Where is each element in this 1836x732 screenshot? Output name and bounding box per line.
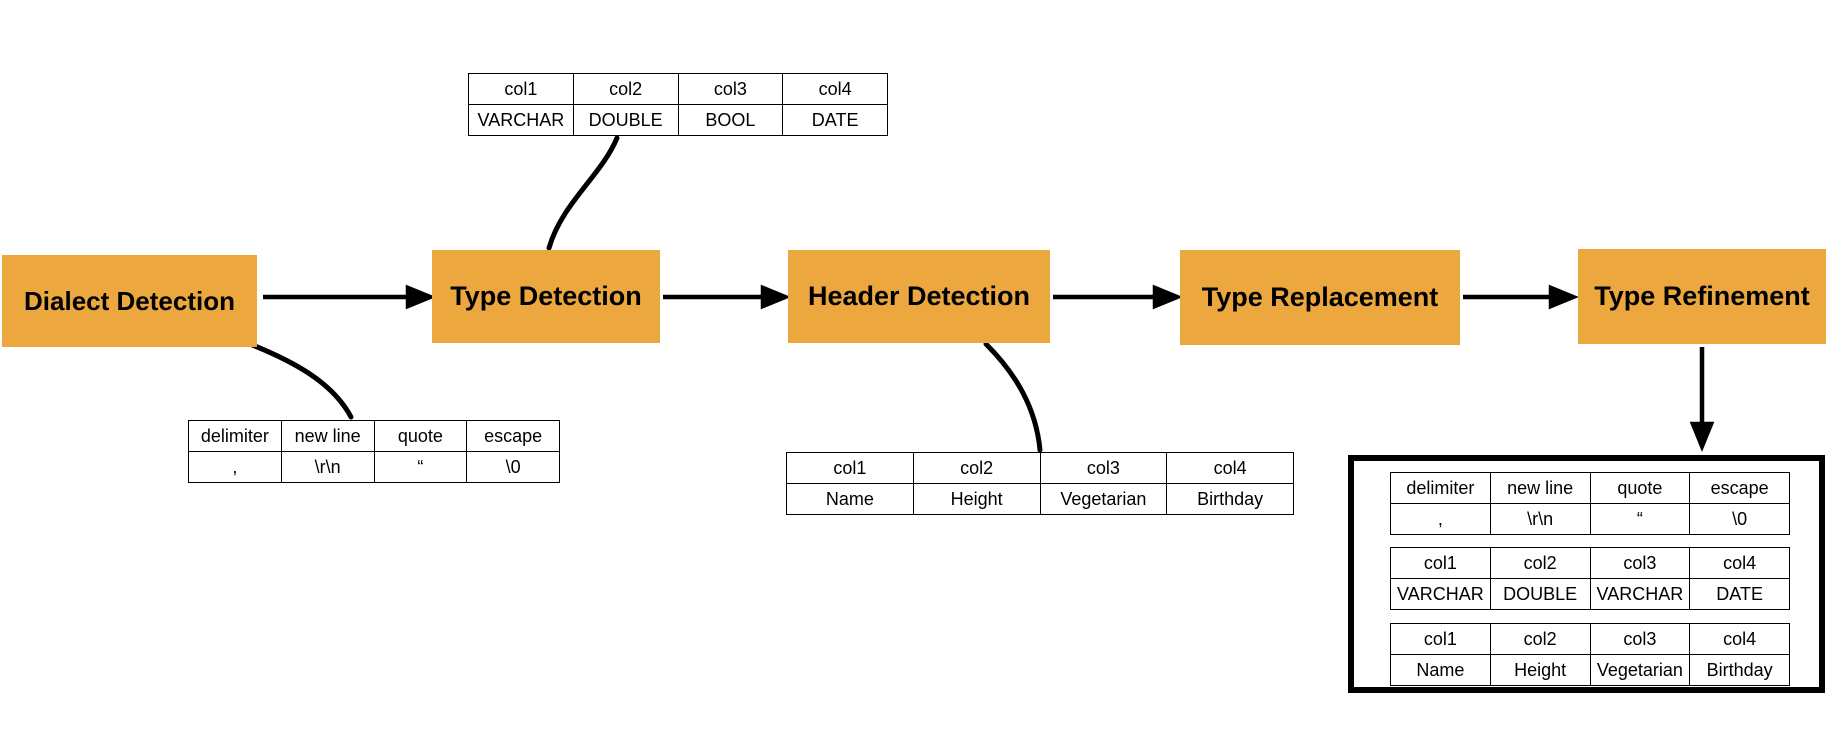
table-header-cell: col4: [1166, 452, 1294, 484]
table-value-cell: \0: [466, 451, 560, 483]
link-types-table-to-type-detection: [546, 135, 620, 251]
table-value-cell: DATE: [782, 104, 888, 136]
step-type-replacement[interactable]: Type Replacement: [1180, 250, 1460, 345]
step-type-detection[interactable]: Type Detection: [432, 250, 660, 343]
table-header-cell: col3: [1039, 452, 1168, 484]
arrowhead-icon: [1152, 284, 1183, 310]
table-value-cell: Birthday: [1689, 654, 1790, 686]
table-header-cell: col1: [786, 452, 914, 484]
table-header-cell: col3: [677, 73, 784, 105]
table-header-cell: col4: [782, 73, 888, 105]
table-header-cell: col2: [1489, 623, 1591, 655]
step-type-refinement[interactable]: Type Refinement: [1578, 249, 1826, 344]
table-header-cell: new line: [280, 420, 375, 452]
table-header-cell: col1: [1390, 547, 1491, 579]
table-header-cell: delimiter: [188, 420, 282, 452]
table-value-cell: Height: [912, 483, 1041, 515]
arrowhead-icon: [405, 284, 436, 310]
table-value-cell: DATE: [1689, 578, 1790, 610]
table-value-cell: \r\n: [1489, 503, 1591, 535]
table-value-cell: \0: [1689, 503, 1790, 535]
table-row: ,\r\n“\0: [1390, 503, 1790, 535]
step-dialect-detection[interactable]: Dialect Detection: [2, 255, 257, 347]
table-header-cell: escape: [1689, 472, 1790, 504]
table-value-cell: ,: [1390, 503, 1491, 535]
link-header-to-headers-table: [983, 341, 1043, 453]
table-value-cell: Height: [1489, 654, 1591, 686]
arrowhead-icon: [760, 284, 791, 310]
table-value-cell: ,: [188, 451, 282, 483]
table-header-cell: col1: [1390, 623, 1491, 655]
table-header-cell: quote: [373, 420, 468, 452]
table-value-cell: DOUBLE: [572, 104, 679, 136]
table-value-cell: \r\n: [280, 451, 375, 483]
table-value-cell: BOOL: [677, 104, 784, 136]
table-header-cell: col1: [468, 73, 574, 105]
table-header-cell: col4: [1689, 547, 1790, 579]
table-value-cell: “: [373, 451, 468, 483]
table-header-cell: col3: [1589, 547, 1691, 579]
table-header-cell: new line: [1489, 472, 1591, 504]
table-value-cell: VARCHAR: [468, 104, 574, 136]
step-header-detection[interactable]: Header Detection: [788, 250, 1050, 343]
arrowhead-icon: [1548, 284, 1579, 310]
table-value-cell: VARCHAR: [1390, 578, 1491, 610]
table-value-cell: Name: [786, 483, 914, 515]
table-value-cell: Birthday: [1166, 483, 1294, 515]
table-header-cell: delimiter: [1390, 472, 1491, 504]
table-value-cell: Vegetarian: [1039, 483, 1168, 515]
table-value-cell: Vegetarian: [1589, 654, 1691, 686]
table-header-cell: escape: [466, 420, 560, 452]
table-header-cell: quote: [1589, 472, 1691, 504]
table-value-cell: VARCHAR: [1589, 578, 1691, 610]
table-header-cell: col2: [912, 452, 1041, 484]
table-header-cell: col4: [1689, 623, 1790, 655]
table-header-cell: col3: [1589, 623, 1691, 655]
link-dialect-to-dialect-table: [247, 341, 354, 420]
table-header-cell: col2: [572, 73, 679, 105]
table-row: ,\r\n“\0: [188, 451, 560, 483]
table-value-cell: Name: [1390, 654, 1491, 686]
arrowhead-icon: [1689, 421, 1715, 452]
table-value-cell: “: [1589, 503, 1691, 535]
table-value-cell: DOUBLE: [1489, 578, 1591, 610]
table-header-cell: col2: [1489, 547, 1591, 579]
